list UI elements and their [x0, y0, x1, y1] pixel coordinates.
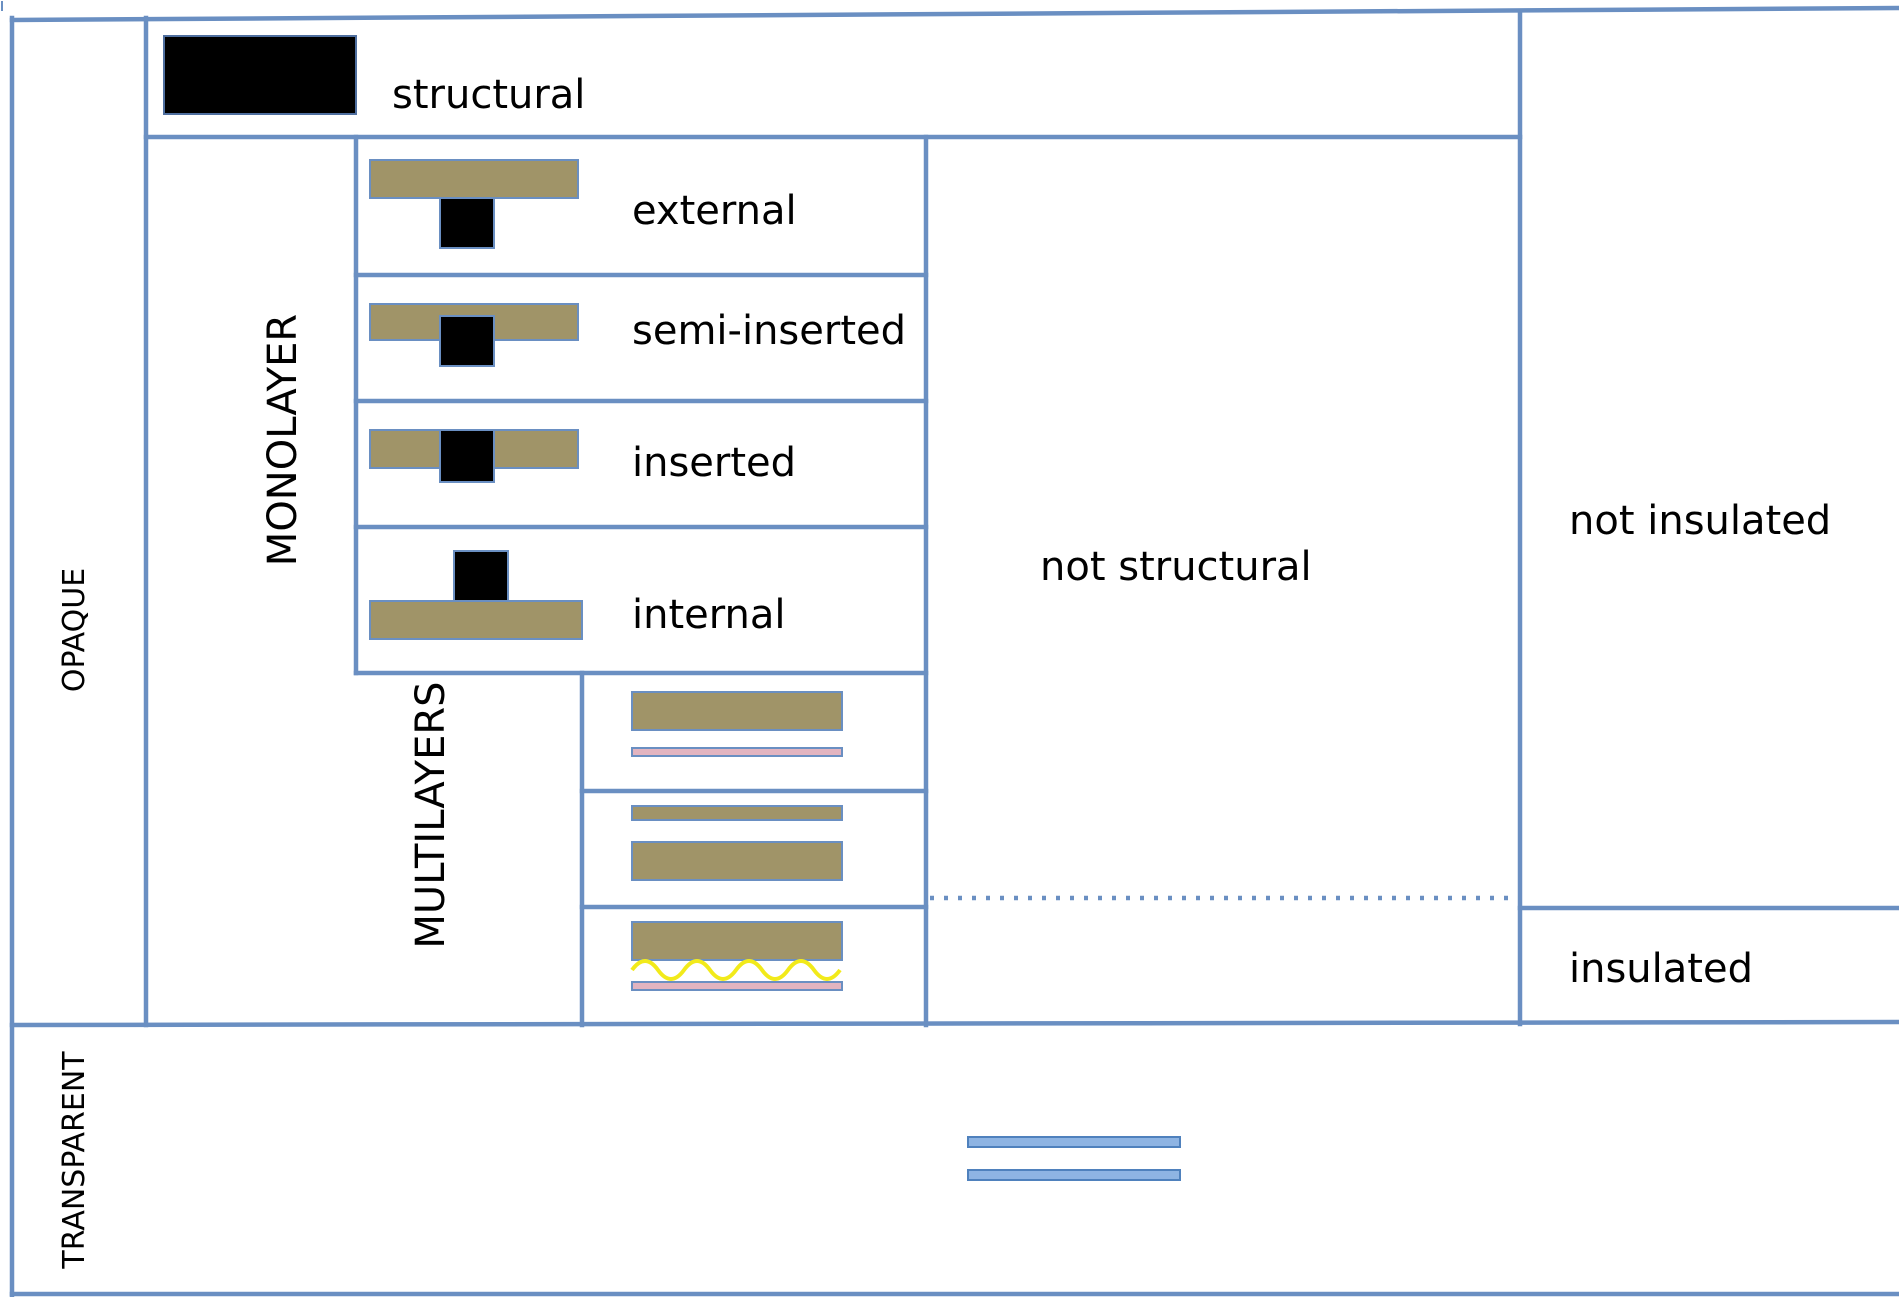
multilayer-double-panel-icon: [631, 805, 843, 881]
internal-label: internal: [632, 592, 785, 638]
semi-inserted-section-icon: [369, 303, 579, 367]
structural-block-icon: [163, 35, 357, 115]
multilayer-insulated-icon: [630, 921, 843, 991]
transparent-label: TRANSPARENT: [57, 1051, 92, 1270]
semi-inserted-label: semi-inserted: [632, 308, 906, 354]
external-section-icon: [369, 159, 579, 249]
inserted-section-icon: [369, 429, 579, 483]
not-structural-label: not structural: [1040, 544, 1312, 590]
internal-section-icon: [369, 550, 583, 640]
multilayer-panel-membrane-icon: [631, 691, 843, 757]
opaque-label: OPAQUE: [57, 568, 92, 692]
top-border: [9, 5, 1899, 23]
multilayers-label: MULTILAYERS: [408, 681, 454, 948]
structural-label: structural: [392, 72, 585, 118]
monolayer-label: MONOLAYER: [260, 314, 306, 566]
glazing-icon: [967, 1136, 1181, 1181]
not-insulated-label: not insulated: [1569, 498, 1831, 544]
inserted-label: inserted: [632, 440, 796, 486]
insulation-wave-icon: [630, 959, 842, 981]
opaque-transparent-divider: [9, 1019, 1899, 1028]
external-label: external: [632, 188, 797, 234]
insulated-label: insulated: [1569, 946, 1753, 992]
